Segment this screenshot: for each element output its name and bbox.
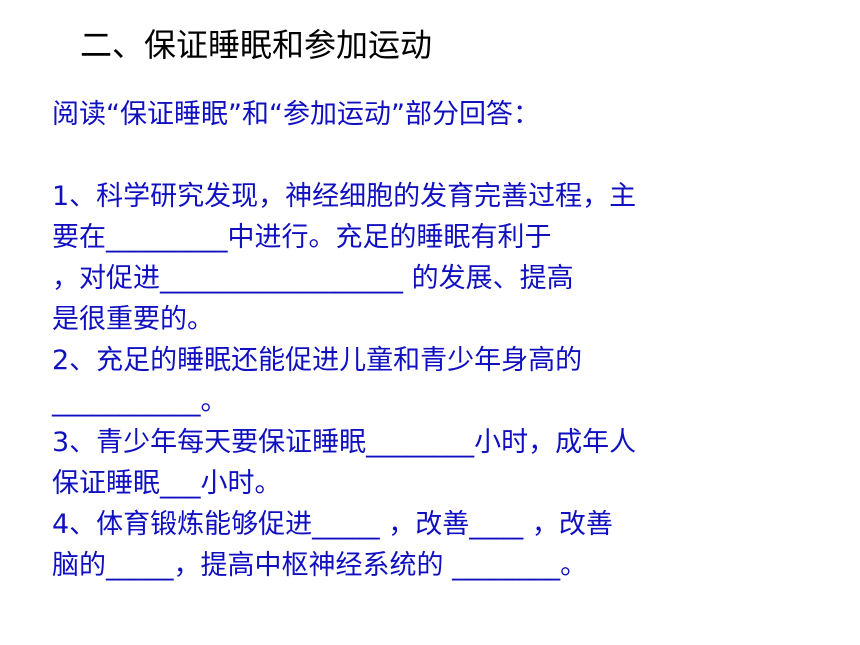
question-body: 阅读“保证睡眠”和“参加运动”部分回答： 1、科学研究发现，神经细胞的发育完善过… (52, 94, 822, 586)
question-3-line-2: 保证睡眠___小时。 (52, 468, 282, 499)
question-4-line-2: 脑的_____，提高中枢神经系统的 ________。 (52, 550, 588, 581)
instruction-line: 阅读“保证睡眠”和“参加运动”部分回答： (52, 99, 540, 130)
question-3-line-1: 3、青少年每天要保证睡眠________小时，成年人 (52, 427, 637, 458)
question-1-line-3: ，对促进__________________ 的发展、提高 (52, 263, 574, 294)
slide-title: 二、保证睡眠和参加运动 (80, 26, 433, 64)
question-2-line-1: 2、充足的睡眠还能促进儿童和青少年身高的 (52, 345, 583, 376)
spacer (52, 135, 822, 176)
question-4-line-1: 4、体育锻炼能够促进_____ ，改善____ ，改善 (52, 509, 613, 540)
question-1-line-1: 1、科学研究发现，神经细胞的发育完善过程，主 (52, 181, 637, 212)
question-2-line-2: ___________。 (52, 386, 228, 417)
question-1-line-4: 是很重要的。 (52, 304, 214, 335)
question-1-line-2: 要在_________中进行。充足的睡眠有利于 (52, 222, 552, 253)
